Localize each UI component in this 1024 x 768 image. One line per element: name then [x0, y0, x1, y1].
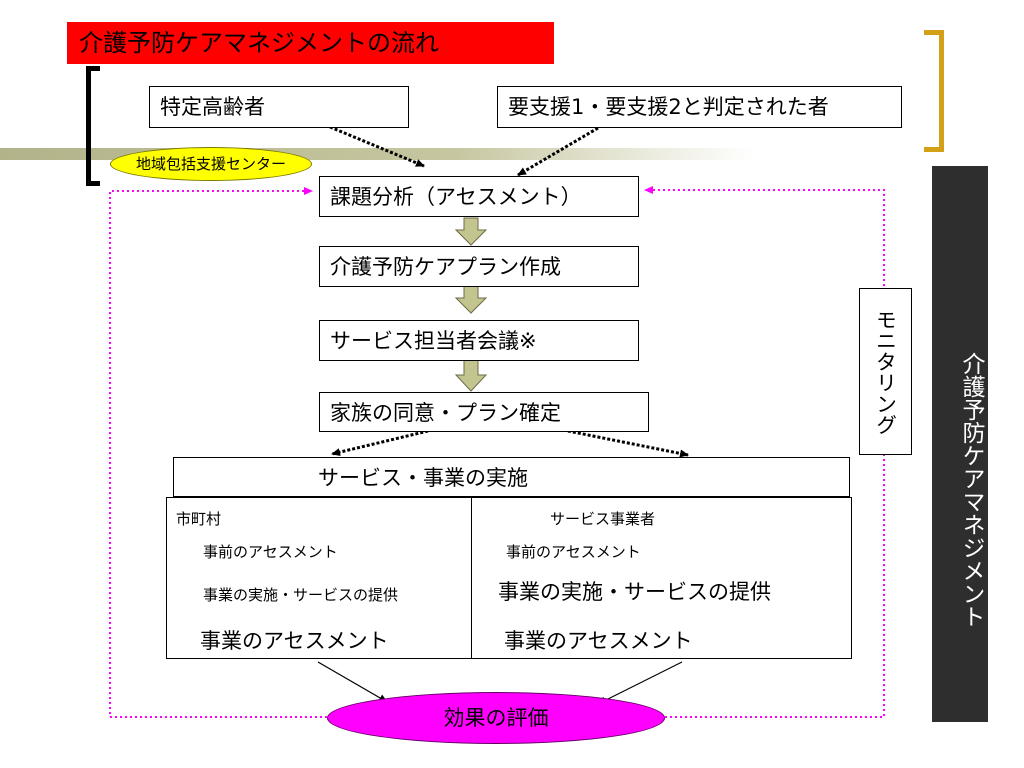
service-split-box [166, 497, 852, 659]
step-arrow-1 [454, 217, 488, 246]
loop-left [109, 187, 327, 718]
left-item-assessment: 事業のアセスメント [200, 629, 389, 653]
box-specific-elderly: 特定高齢者 [149, 86, 409, 128]
right-bracket [924, 30, 944, 152]
left-column-title: 市町村 [176, 510, 222, 528]
effect-evaluation: 効果の評価 [327, 692, 665, 744]
arrow-split-right [567, 429, 689, 458]
step-arrow-3 [454, 359, 488, 392]
arrow-elderly-to-assessment [329, 125, 425, 168]
side-panel-label: 介護予防ケアマネジメント [958, 352, 984, 628]
step-service-meeting: サービス担当者会議※ [319, 320, 639, 361]
monitoring-loop [109, 186, 885, 718]
right-item-implementation: 事業の実施・サービスの提供 [498, 580, 771, 604]
step-arrow-2 [454, 285, 488, 314]
left-item-pre-assessment: 事前のアセスメント [203, 543, 338, 561]
page-title: 介護予防ケアマネジメントの流れ [67, 22, 554, 64]
service-header: サービス・事業の実施 [173, 457, 850, 497]
column-divider [471, 497, 472, 659]
step-care-plan: 介護予防ケアプラン作成 [319, 246, 639, 287]
loop-right [644, 186, 885, 718]
box-support-level: 要支援1・要支援2と判定された者 [497, 86, 902, 128]
right-item-pre-assessment: 事前のアセスメント [506, 543, 641, 561]
community-center-label: 地域包括支援センター [110, 147, 312, 181]
arrow-split-left [331, 429, 429, 457]
left-item-implementation: 事業の実施・サービスの提供 [203, 586, 399, 604]
step-assessment: 課題分析（アセスメント） [319, 176, 639, 217]
side-panel [932, 166, 988, 722]
monitoring-label: モニタリング [859, 288, 912, 455]
arrow-left-to-eval [317, 661, 388, 703]
right-column-title: サービス事業者 [550, 510, 656, 528]
arrow-support-to-assessment [517, 126, 599, 177]
step-family-consent: 家族の同意・プラン確定 [319, 392, 649, 432]
right-item-assessment: 事業のアセスメント [504, 629, 693, 653]
arrow-right-to-eval [597, 661, 683, 705]
left-bracket [86, 66, 100, 186]
